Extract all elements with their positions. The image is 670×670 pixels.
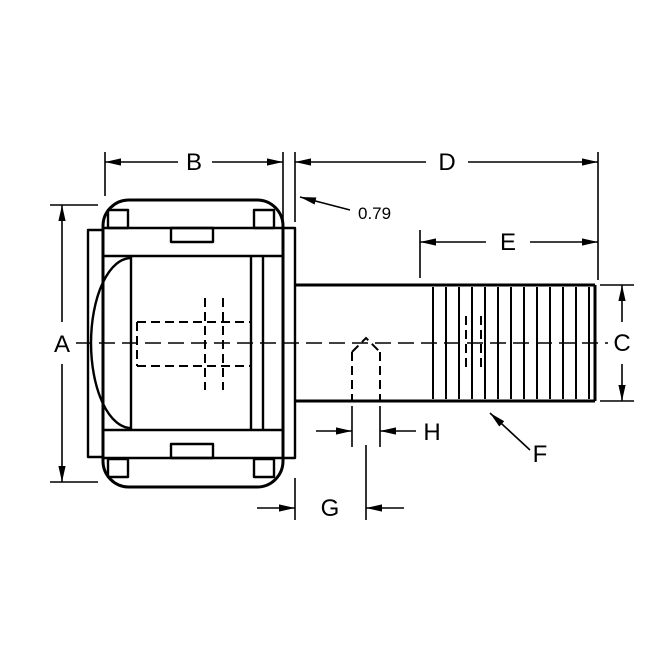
dim-label-f: F [533,441,548,468]
offset-value-label: 0.79 [358,204,391,223]
dim-d: D [294,149,599,280]
dim-h: H [316,406,441,447]
dim-e: E [419,229,598,278]
dim-label-b: B [186,149,202,176]
dim-label-c: C [613,330,630,357]
dim-c: C [600,284,634,402]
dim-label-a: A [54,331,70,358]
dim-b: B [104,149,284,222]
offset-callout: 0.79 [299,196,391,223]
center-tabs [169,226,215,460]
hidden-thread-relief [465,316,482,370]
dim-label-g: G [321,495,340,522]
dim-label-h: H [423,419,440,446]
dim-a: A [50,204,98,483]
dim-f: F [489,412,548,468]
grease-hole-hidden [351,336,381,401]
corner-seal-squares [106,208,276,479]
hidden-bore-lines [136,298,251,390]
dim-label-d: D [438,149,455,176]
dim-g: G [257,445,404,522]
dim-label-e: E [500,229,516,256]
